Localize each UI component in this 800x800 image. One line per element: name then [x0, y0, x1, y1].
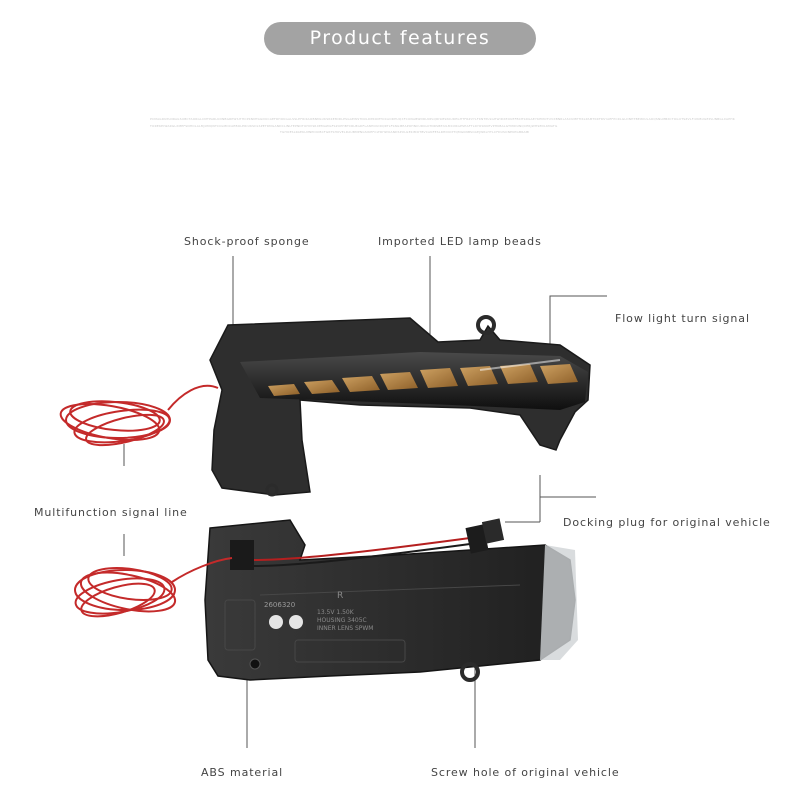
mount-tab-lower	[265, 483, 279, 497]
connector-housing	[230, 540, 254, 570]
callout-flow-light-turn-signal: Flow light turn signal	[615, 312, 750, 325]
lens-marking: INNER LENS SPWM	[317, 625, 374, 632]
rating-marking: 13.5V 1.50K	[317, 609, 355, 616]
led-bead-segments	[268, 364, 578, 396]
turn-signal-module-back: 2606320 R 13.5V 1.50K HOUSING 3405C INNE…	[204, 519, 578, 682]
callout-abs-material: ABS material	[201, 766, 284, 779]
faint-text-line-2: TOREKEIWARGLXMEFSNHOLALMJUMQNTCOLMDCAEBO…	[150, 124, 558, 128]
callout-screw-hole: Screw hole of original vehicle	[431, 766, 620, 779]
cert-logo-1	[269, 615, 283, 629]
cert-logo-2	[289, 615, 303, 629]
signal-wire-coil-upper	[59, 384, 219, 447]
signal-wire-coil-lower	[74, 557, 233, 618]
callout-shock-proof-sponge: Shock-proof sponge	[184, 235, 310, 248]
abs-screw-point	[249, 658, 261, 670]
turn-signal-module-front	[209, 315, 591, 497]
callout-docking-plug: Docking plug for original vehicle	[563, 516, 771, 529]
housing-marking: HOUSING 3405C	[317, 617, 367, 624]
faint-text-line-3: TGHOESLRAEKLMNPDUIBCFGRTSHOVELDAUBMPNGSI…	[280, 130, 530, 134]
screw-hole	[460, 662, 480, 682]
clear-lens-edge	[540, 545, 578, 660]
faint-text-line-1: PCMAGRUPLNRAGSUBCTAORGLCMTPARLKDNBGRPWSI…	[150, 117, 735, 121]
product-features-banner: Product features	[264, 22, 536, 55]
callout-multifunction-signal-line: Multifunction signal line	[34, 506, 188, 519]
callout-imported-led-beads: Imported LED lamp beads	[378, 235, 542, 248]
callout-lines	[123, 256, 607, 748]
part-code-marking: 2606320	[264, 601, 295, 609]
docking-plug	[253, 518, 505, 567]
mount-tab	[476, 315, 496, 335]
side-marking: R	[337, 591, 343, 601]
abs-shell	[204, 519, 576, 681]
